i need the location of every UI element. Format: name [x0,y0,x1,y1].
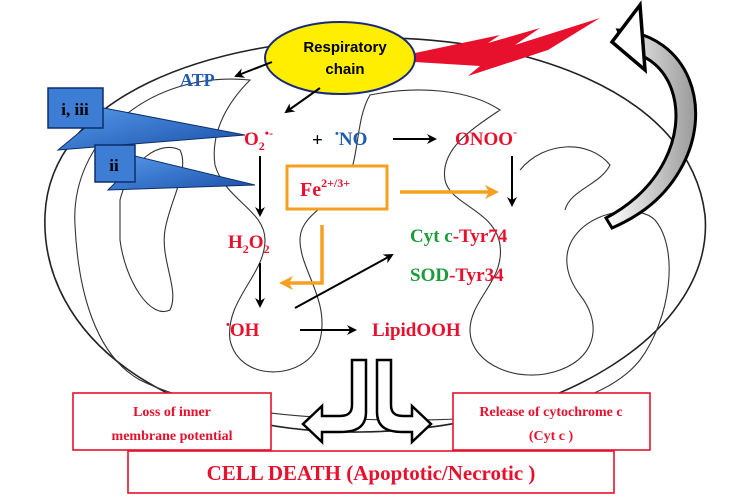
arrow-hydroxyl-to-proteins [294,254,394,309]
box-ii [94,144,136,183]
crista-right [519,146,611,211]
arrow-iron-to-hydroxyl [279,225,324,290]
arrow-chain-to-superoxide [284,87,321,114]
iron-box [285,164,389,211]
hydrogen-peroxide-label: H2O2 [228,232,270,256]
sod-tyr34-label: SOD-Tyr34 [410,265,504,286]
lightning-bolt [382,18,600,76]
release-cytc-line1: Release of cytochrome c [479,405,622,420]
loss-potential-line2: membrane potential [112,429,233,444]
superoxide-label: O2•- [244,126,273,153]
lipidooh-label: LipidOOH [372,320,461,341]
release-cytc-box [452,392,651,451]
box-i-iii-label: i, iii [61,100,89,119]
nitric-oxide-label: •NO [335,128,367,150]
hook-arrow-left [301,358,368,445]
respiratory-label-2: chain [325,61,364,78]
respiratory-chain-ellipse [264,21,416,95]
release-cytc-line2: (Cyt c ) [529,429,574,444]
return-arrow-head [609,0,648,75]
box-ii-label: ii [109,156,119,175]
hook-arrow-right [375,358,433,445]
box-i-iii [47,87,104,129]
cytc-tyr74-label: Cyt c-Tyr74 [410,226,508,247]
crista-left [119,146,184,313]
plus-sign: + [312,130,323,151]
cell-death-box [127,450,615,494]
outer-membrane [44,37,707,433]
loss-potential-box [72,392,272,451]
atp-label: ATP [180,70,215,90]
loss-potential-line1: Loss of inner [133,405,211,420]
cell-death-label: CELL DEATH (Apoptotic/Necrotic ) [207,461,536,485]
arrow-chain-to-atp [234,61,273,78]
hydroxyl-label: •OH [226,319,260,341]
iron-label: Fe2+/3+ [300,176,350,201]
return-arrow [603,28,697,230]
respiratory-label-1: Respiratory [303,39,387,56]
peroxynitrite-label: ONOO- [455,125,517,150]
